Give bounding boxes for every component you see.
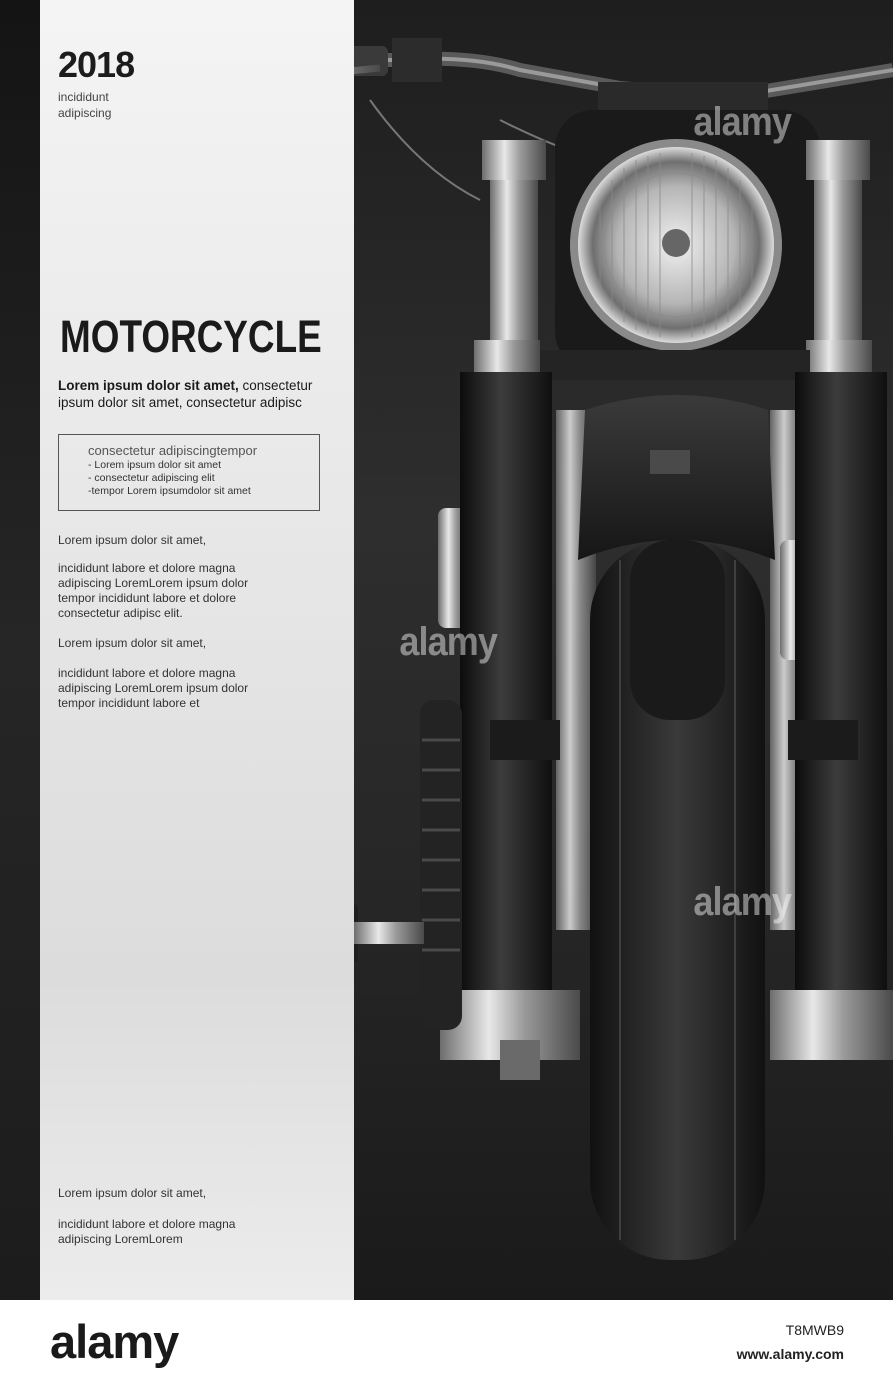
footer-bar (0, 1300, 893, 1390)
info-box-item: -tempor Lorem ipsumdolor sit amet (88, 485, 251, 497)
year-heading: 2018 (58, 44, 135, 85)
paragraph: Lorem ipsum dolor sit amet, (58, 636, 207, 650)
watermark: alamy (693, 100, 792, 144)
lead-line2: ipsum dolor sit amet, consectetur adipis… (58, 395, 302, 410)
paragraph: incididunt labore et dolore magna adipis… (58, 561, 249, 620)
paragraph: Lorem ipsum dolor sit amet, (58, 533, 207, 547)
image-id: T8MWB9 (785, 1322, 844, 1338)
paragraph: incididunt labore et dolore magna adipis… (58, 1217, 236, 1246)
info-box: consectetur adipiscingtempor - Lorem ips… (58, 434, 320, 511)
poster: 2018 incididunt adipiscing MOTORCYCLE Lo… (0, 0, 893, 1300)
paragraph: Lorem ipsum dolor sit amet, (58, 1186, 207, 1200)
lead-text: Lorem ipsum dolor sit amet, consectetur … (58, 378, 313, 410)
lead-bold: Lorem ipsum dolor sit amet, (58, 378, 239, 393)
left-dark-strip (0, 0, 40, 1300)
watermark: alamy (399, 620, 498, 664)
text-panel: 2018 incididunt adipiscing MOTORCYCLE Lo… (40, 0, 354, 1300)
motorcycle-illustration (199, 46, 893, 1260)
poster-title: MOTORCYCLE (60, 311, 322, 362)
info-box-item: - Lorem ipsum dolor sit amet (88, 459, 222, 471)
footer-brand: alamy (50, 1315, 179, 1368)
info-box-heading: consectetur adipiscingtempor (88, 443, 258, 458)
watermark: alamy (693, 880, 792, 924)
site-link[interactable]: www.alamy.com (736, 1346, 844, 1362)
paragraph: incididunt labore et dolore magna adipis… (58, 666, 249, 710)
year-subtitle: incididunt adipiscing (58, 90, 112, 120)
info-box-item: - consectetur adipiscing elit (88, 472, 215, 484)
